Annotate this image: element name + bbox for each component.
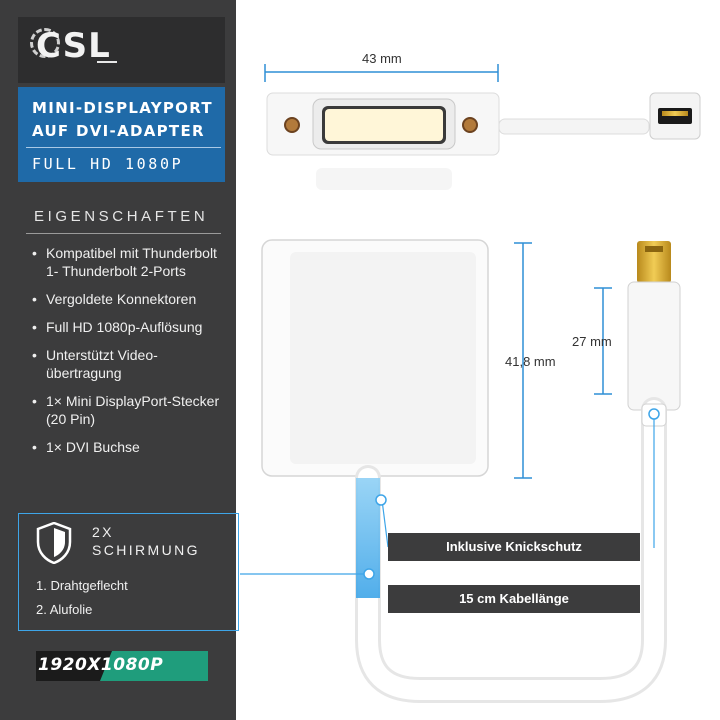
product-title-line2: AUF DVI-ADAPTER [32,122,205,140]
brand-logo: CSL [36,26,111,66]
features-heading: EIGENSCHAFTEN [34,208,209,225]
product-title-line1: MINI-DISPLAYPORT [32,99,213,117]
shielding-item: 2. Alufolie [36,602,93,617]
mini-displayport-plug [627,241,681,411]
dimension-plug [594,287,612,395]
dimension-width [264,64,499,82]
logo-underline [97,61,117,63]
product-subtitle: FULL HD 1080P [32,155,184,173]
dimension-width-label: 43 mm [362,51,402,66]
feature-item: Full HD 1080p-Auflösung [32,318,227,336]
shield-icon [36,522,72,564]
title-divider [26,147,221,148]
features-divider [26,233,221,234]
adapter-top-view [266,92,701,156]
shielding-item: 1. Drahtgeflecht [36,578,128,593]
resolution-badge-bg [36,651,112,681]
shielding-list: 1. Drahtgeflecht 2. Alufolie [36,578,128,626]
feature-item: Vergoldete Konnektoren [32,290,227,308]
cable [355,397,667,703]
product-illustration [240,64,701,703]
feature-item: 1× Mini DisplayPort-Stecker (20 Pin) [32,392,227,428]
dimension-height [514,242,532,479]
feature-item: 1× DVI Buchse [32,438,227,456]
shielding-title-line1: 2X [92,524,114,540]
features-list: Kompatibel mit Thunderbolt 1- Thunderbol… [32,244,227,466]
feature-item: Kompatibel mit Thunderbolt 1- Thunderbol… [32,244,227,280]
callout-connectors [240,408,660,580]
adapter-front-view [261,239,489,477]
dimension-height-label: 41,8 mm [505,354,556,369]
resolution-badge-accent [100,651,208,681]
shielding-panel [18,513,239,631]
title-panel [18,87,225,182]
feature-item: Unterstützt Video-übertragung [32,346,227,382]
shielding-title-line2: SCHIRMUNG [92,542,200,558]
callout-cable-length: 15 cm Kabellänge [388,585,640,613]
callout-strain-relief: Inklusive Knickschutz [388,533,640,561]
dimension-plug-label: 27 mm [572,334,612,349]
logo-ring-icon [30,28,60,58]
adapter-reflection [316,168,452,190]
resolution-badge: 1920X1080P [38,655,164,675]
